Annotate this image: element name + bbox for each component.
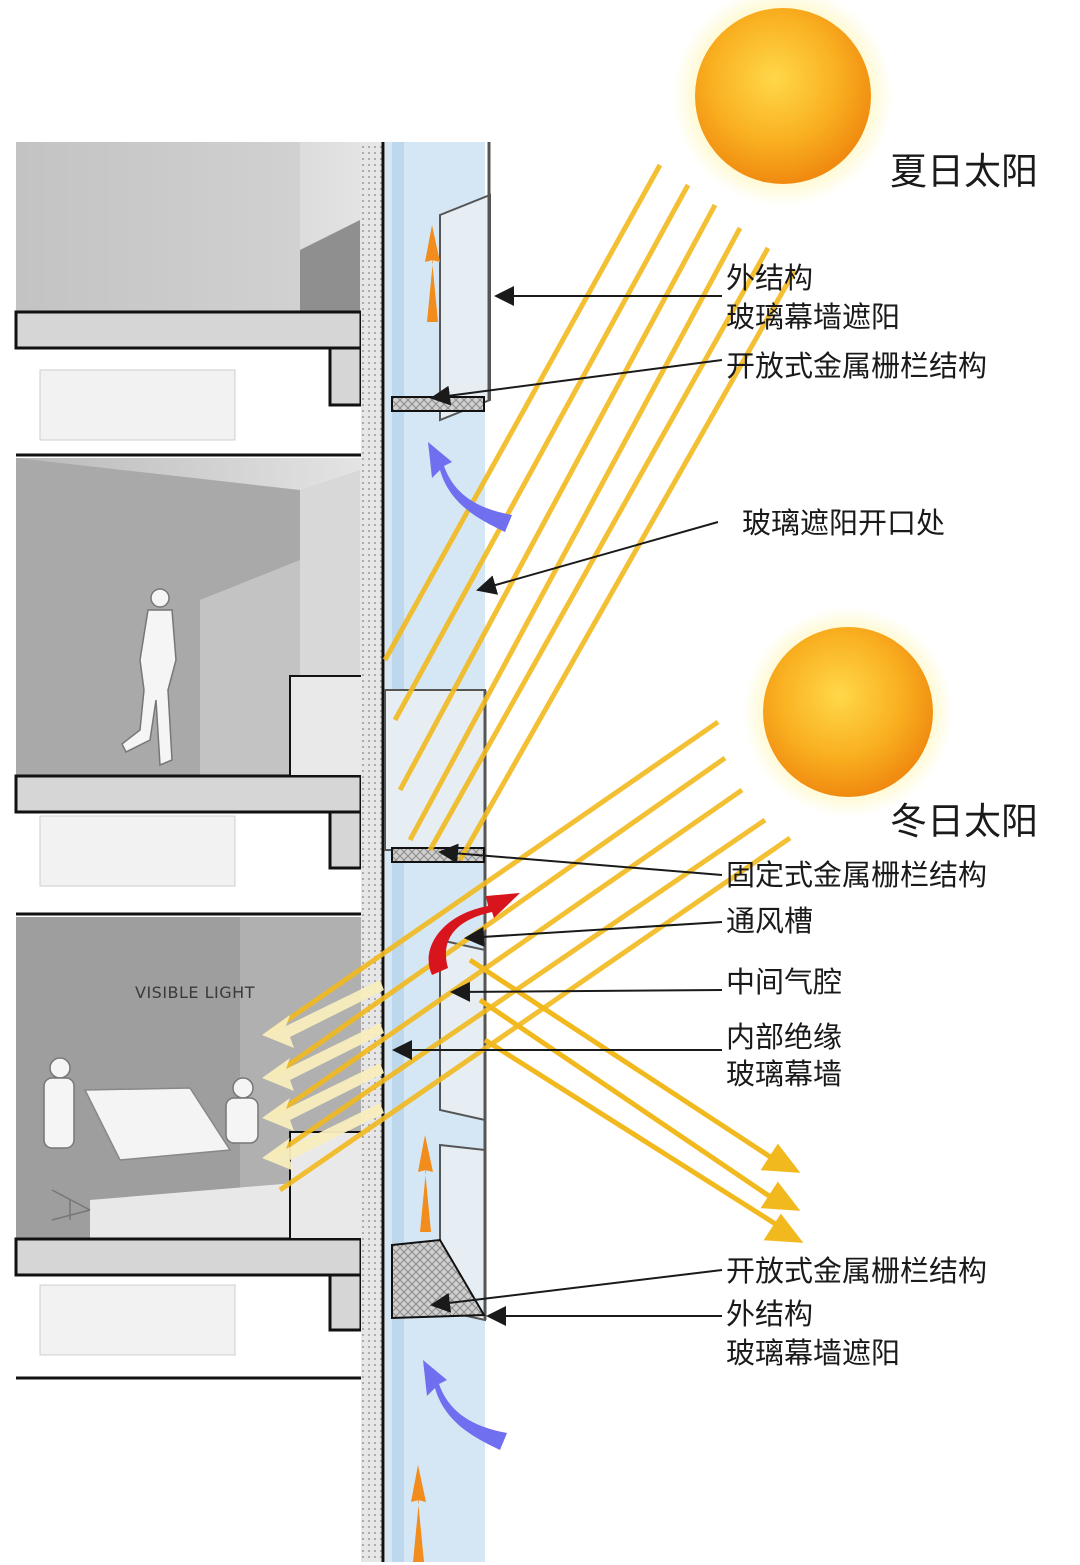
label-open-grille-bottom: 开放式金属栅栏结构 <box>726 1254 988 1288</box>
label-outer-structure-top: 外结构 <box>726 261 814 295</box>
seated-people <box>43 1057 259 1221</box>
building-section <box>14 142 366 1380</box>
label-inner-insulation: 内部绝缘 <box>726 1020 843 1054</box>
label-glass-shading-top: 玻璃幕墙遮阳 <box>726 300 901 334</box>
reflected-rays <box>468 957 804 1243</box>
leader-lines <box>392 286 723 1326</box>
summer-sun <box>673 0 893 206</box>
inner-insulated-wall <box>361 142 383 1562</box>
visible-light-arrows <box>262 980 384 1171</box>
facade <box>361 142 491 1562</box>
summer-rays <box>382 163 798 862</box>
label-glass-shading-bottom: 玻璃幕墙遮阳 <box>726 1336 901 1370</box>
label-inner-curtain-wall: 玻璃幕墙 <box>726 1057 843 1091</box>
label-fixed-grille: 固定式金属栅栏结构 <box>726 858 988 892</box>
visible-light-label: VISIBLE LIGHT <box>135 983 255 1002</box>
cool-air-arrows <box>423 442 512 1450</box>
winter-sun <box>743 607 953 817</box>
label-shading-opening: 玻璃遮阳开口处 <box>742 506 946 540</box>
label-open-grille-top: 开放式金属栅栏结构 <box>726 349 988 383</box>
warm-air-arrows <box>411 225 440 1562</box>
open-grille-bottom <box>391 1238 486 1320</box>
label-outer-structure-bottom: 外结构 <box>726 1297 814 1331</box>
open-grille-top <box>391 396 485 412</box>
floor-slab <box>14 310 363 350</box>
meeting-table <box>83 1087 232 1161</box>
label-vent-slot: 通风槽 <box>726 904 814 938</box>
winter-sun-label: 冬日太阳 <box>890 800 1038 843</box>
label-air-cavity: 中间气腔 <box>726 965 843 999</box>
hot-air-arrow <box>428 893 520 975</box>
summer-sun-label: 夏日太阳 <box>890 150 1038 193</box>
person-walking <box>121 588 177 767</box>
